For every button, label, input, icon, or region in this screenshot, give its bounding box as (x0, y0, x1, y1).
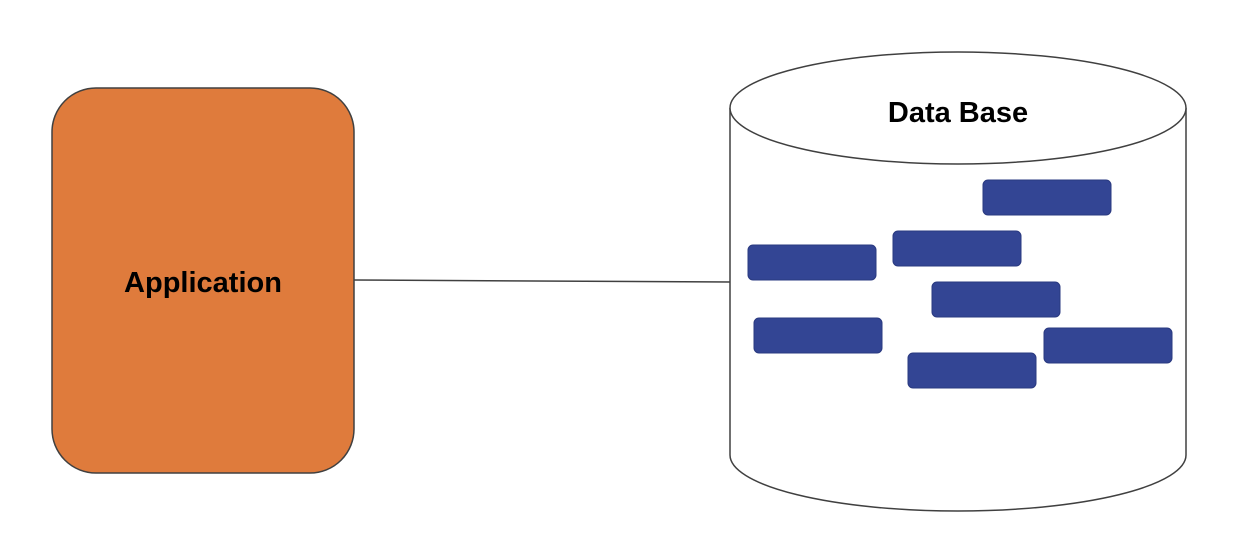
database-node: Data Base (729, 51, 1187, 512)
database-label: Data Base (888, 97, 1028, 129)
application-node: Application (51, 87, 355, 474)
application-box (51, 87, 355, 474)
database-record (982, 179, 1112, 216)
application-label: Application (124, 267, 282, 299)
database-record (907, 352, 1037, 389)
database-record (931, 281, 1061, 318)
database-records (747, 179, 1173, 389)
database-record (892, 230, 1022, 267)
database-cylinder-top (729, 51, 1187, 165)
connector-line (353, 279, 732, 283)
database-record (747, 244, 877, 281)
database-record (1043, 327, 1173, 364)
database-record (753, 317, 883, 354)
